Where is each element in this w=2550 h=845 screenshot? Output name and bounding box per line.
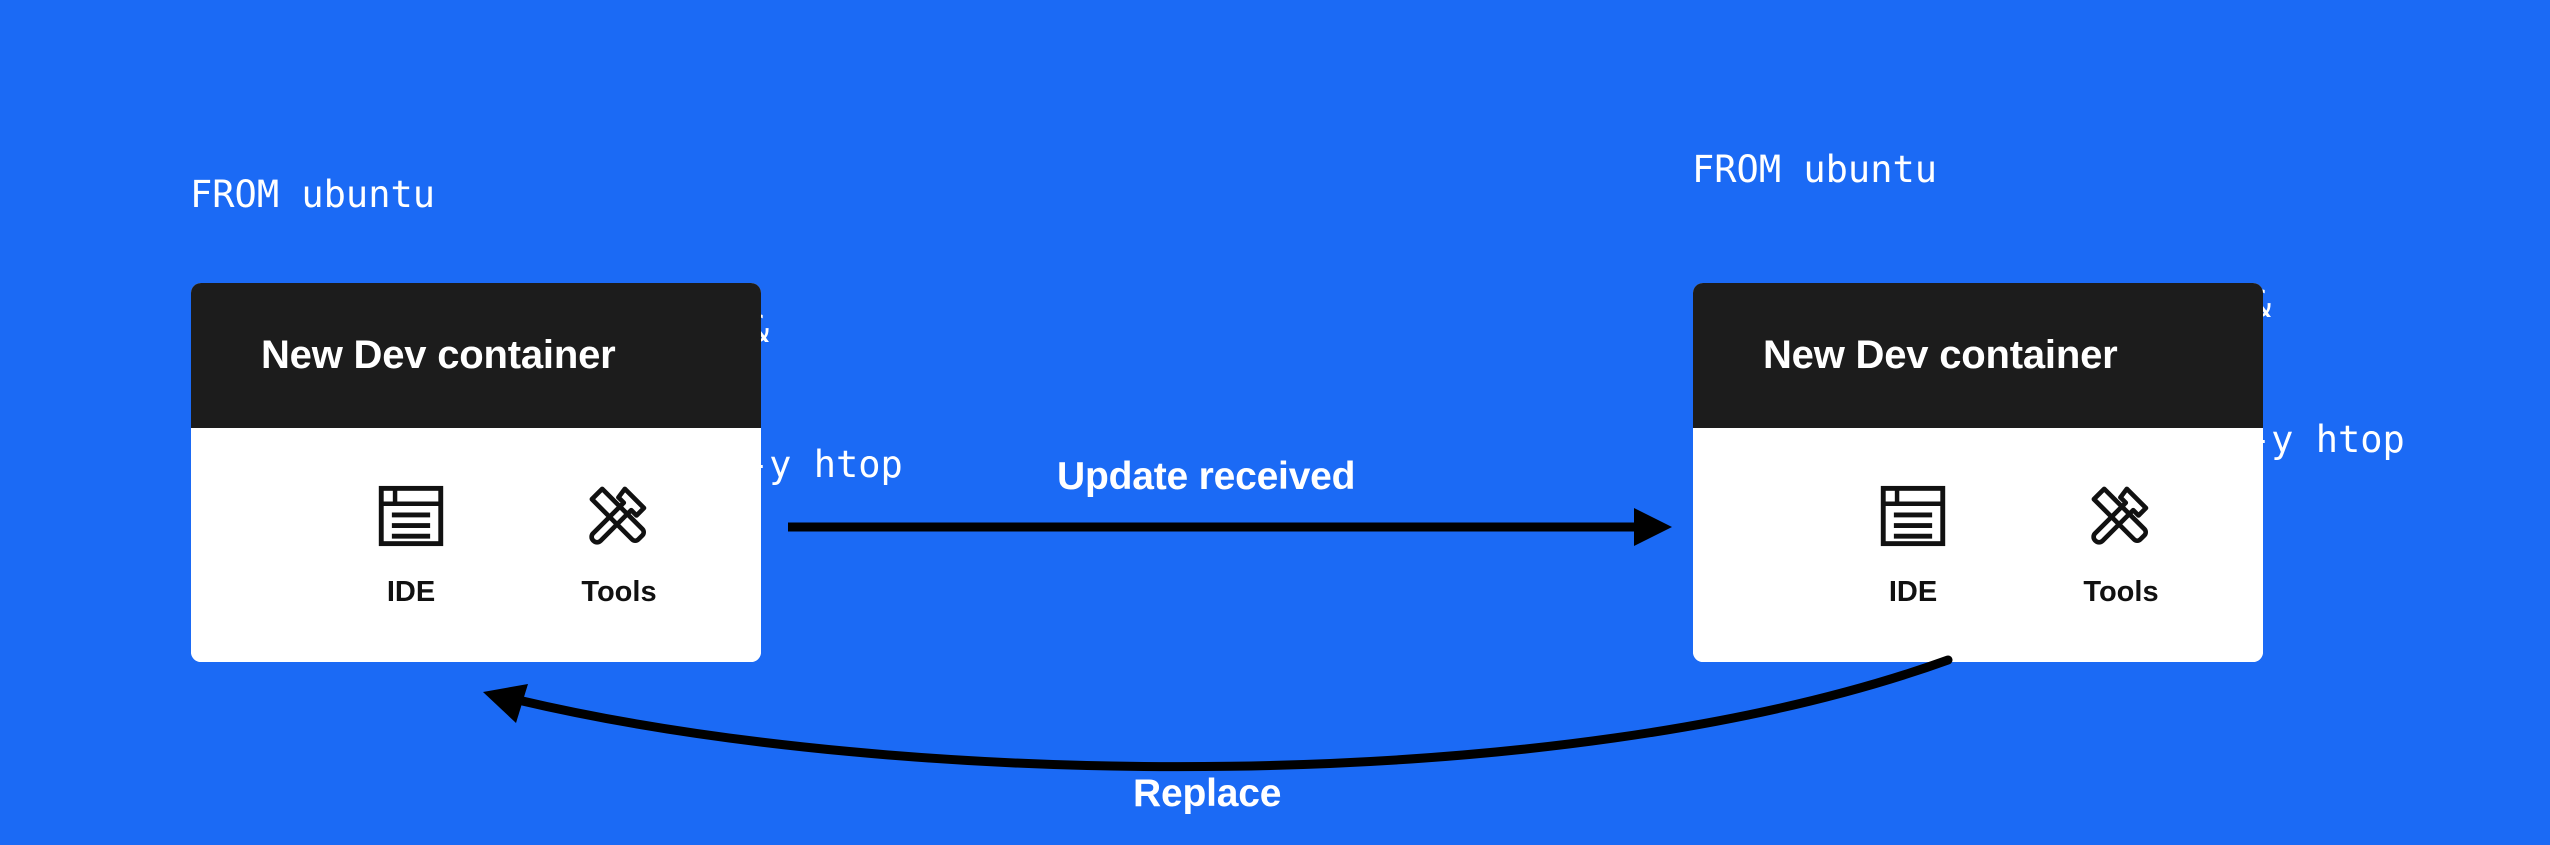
card-title: New Dev container: [261, 333, 616, 377]
app-label: Tools: [2083, 575, 2159, 608]
arrow-update-received: [788, 508, 1672, 546]
arrow-label-replace: Replace: [1133, 772, 1282, 815]
app-tile-ide[interactable]: IDE: [351, 482, 471, 609]
app-tile-ide[interactable]: IDE: [1853, 482, 1973, 609]
card-header: New Dev container: [1693, 283, 2263, 428]
app-label: IDE: [386, 575, 436, 608]
app-tile-tools[interactable]: Tools: [2061, 482, 2181, 609]
arrow-label-update-received: Update received: [1057, 455, 1356, 498]
ide-window-icon: [1880, 485, 1946, 546]
dev-container-card-before: New Dev container IDE: [191, 283, 761, 662]
app-label: IDE: [1888, 575, 1938, 608]
dev-container-card-after: New Dev container IDE: [1693, 283, 2263, 662]
app-label: Tools: [581, 575, 657, 608]
card-title: New Dev container: [1763, 333, 2118, 377]
ide-window-icon: [378, 485, 444, 546]
card-body: IDE Tools: [1693, 428, 2263, 662]
card-body: IDE Tools: [191, 428, 761, 662]
app-tile-tools[interactable]: Tools: [559, 482, 679, 609]
code-line: FROM ubuntu: [1692, 148, 1938, 191]
hammer-screwdriver-icon: [589, 486, 647, 545]
card-header: New Dev container: [191, 283, 761, 428]
code-line: FROM ubuntu: [190, 173, 436, 216]
hammer-screwdriver-icon: [2091, 486, 2149, 545]
